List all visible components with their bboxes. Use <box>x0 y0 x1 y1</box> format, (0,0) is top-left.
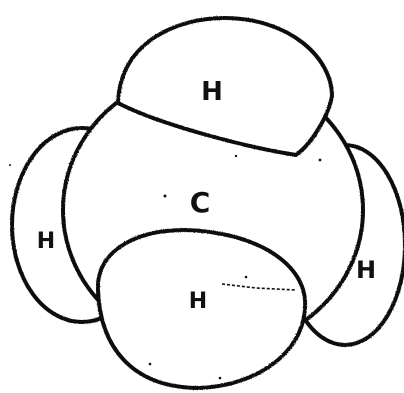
right-hydrogen-label: H <box>356 256 376 284</box>
scan-specks <box>9 92 334 380</box>
carbon-label: C <box>190 186 211 219</box>
front-hydrogen-label: H <box>189 289 207 314</box>
top-hydrogen-sphere <box>116 16 334 157</box>
left-hydrogen-label: H <box>37 229 55 254</box>
front-hydrogen-sphere <box>95 228 308 390</box>
bond-dash-line <box>221 283 297 291</box>
top-hydrogen-label: H <box>201 77 223 107</box>
